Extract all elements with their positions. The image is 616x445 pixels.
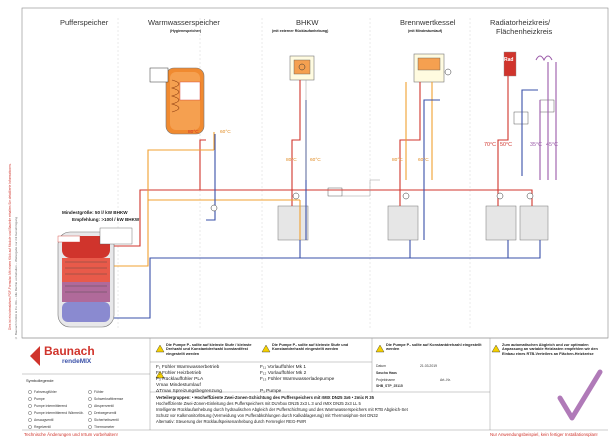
header-radiatorheizkreis: Radiatorheizkreis/ [490, 18, 551, 27]
bullet-item: Schutz vor Kalkmonitorlösung (Vermeidung… [156, 413, 378, 418]
legend-f1: F₁ Fühler Warmwasserbetrieb [156, 365, 220, 370]
kessel-pump-icon [444, 68, 452, 76]
symbol-item: Fühler [94, 390, 104, 394]
kessel-manifold [387, 205, 419, 241]
bullet-item: Hocheffiziente Zwei-Zonen-Einleitung des… [156, 401, 361, 406]
note-pump-2: Die Pumpe P₁ sollte auf kleinste Stufe u… [272, 343, 349, 352]
temp-label-60-kessel: 60°C [418, 158, 429, 163]
pipes-supply [114, 76, 533, 247]
symbol-item: Thermometer [94, 425, 115, 429]
pipes-mid [114, 82, 433, 267]
temp-label-35: 35°C [530, 142, 543, 148]
symbol-legend-title: Symbollegende [26, 378, 54, 383]
puffer-mid-zone [62, 258, 110, 282]
note-abgleich: Zum automatischen Abgleich und zur optim… [502, 343, 598, 356]
pumps [210, 192, 534, 212]
footer-left: Technische Änderungen und Irrtum vorbeha… [24, 432, 118, 437]
header-brennwertkessel: Brennwertkessel [400, 18, 456, 27]
puffer-strata-lines [65, 261, 107, 293]
fbh-mixer [539, 99, 555, 113]
temp-label-80-ww: 80°C [188, 130, 199, 135]
puffer-fuehler-box [57, 235, 81, 243]
ww-module-label [179, 81, 201, 101]
symbol-item: Dreiwegeventil [94, 411, 117, 415]
legend-vmax: Vmax Mindestumlauf [156, 383, 201, 388]
header-flaechenheizkreis: Flächenheizkreis [496, 27, 553, 36]
titleblock-art: Art.-Nr. [440, 378, 451, 382]
bhkw-manifold [277, 205, 309, 241]
header-warmwasserspeicher: Warmwasserspeicher [148, 18, 220, 27]
titleblock-bearbeiter: Sascha Haas [376, 371, 397, 375]
baunach-logo-sub: rendeMIX [62, 358, 92, 365]
titleblock-projektname-label: Projektname [376, 378, 396, 382]
header-bhkw: BHKW [296, 18, 319, 27]
note-pump-3: Die Pumpe P₁ sollte auf Konstantdrehzahl… [386, 343, 482, 352]
symbol-item: Sicherheitsventil [94, 418, 119, 422]
warning-icons [155, 344, 501, 379]
radiator-label: Rad [504, 57, 514, 63]
legend-f3: F₃ Rücklauffühler PLA [156, 377, 204, 382]
symbol-item: Absperrventil [94, 404, 114, 408]
bhkw-symbol [298, 63, 306, 71]
temp-label-50: 50°C [500, 142, 513, 148]
titleblock-datum: Datum [376, 364, 386, 368]
baunach-logo: Baunach [44, 344, 95, 358]
frischwasser-box [149, 67, 169, 83]
symbol-item: Pumpe intermittierend Wärmeüb. [34, 411, 84, 415]
pipes-return [114, 89, 541, 319]
puffer-label-box [99, 227, 133, 245]
bullet-item: Alternativ: Steuerung der Rücklaufspeise… [156, 419, 307, 424]
symbol-item: Fahrzeugfühler [34, 390, 57, 394]
legend-pumpe: P₁ Pumpe [260, 389, 282, 394]
control-lines [305, 80, 380, 197]
legend-f2: F₂ Fühler Heizbetrieb [156, 371, 202, 376]
header-warmwasserspeicher-sub: (Hygienespeicher) [170, 29, 202, 33]
check-icon [557, 369, 603, 421]
legend-fv1: F₁₁ Vorlauffühler Mk 1 [260, 365, 307, 370]
radiator-unit [503, 51, 517, 77]
titleblock-projekt: SHB_STP_25115 [376, 384, 403, 388]
legend-tmax: ΔTmax Spreizungsbegrenzung [156, 389, 222, 394]
footer-right: Nur Anwendungsbeispiel, kein fertiger In… [490, 432, 598, 437]
temp-label-60-bhkw: 60°C [310, 158, 321, 163]
bullet-item: Verteilergruppen: • Hocheffiziente Zwei-… [156, 395, 374, 400]
pipes-fbh [539, 62, 557, 180]
bhkw-display [293, 59, 311, 75]
bullet-item: Intelligente Rücklaufanhebung durch hydr… [156, 407, 408, 412]
baunach-logo-icon [30, 346, 40, 366]
symbol-item: Pumpe [34, 397, 45, 401]
rad-mixer [513, 111, 529, 125]
sidebar-note-grey: © Baunach GmbH & Co. KG – Alle Rechte vo… [14, 216, 18, 340]
legend-fww: F₁₃ Fühler Warmwasserladepumpe [260, 377, 335, 382]
header-bhkw-sub: (mit externer Rücklaufanhebung) [272, 29, 329, 33]
temp-label-80-bhkw: 80°C [286, 158, 297, 163]
temp-label-70: 70°C [484, 142, 497, 148]
kessel-display [417, 57, 441, 71]
floor-heating-loop [535, 55, 553, 62]
symbol-item: Pumpe intermittierend [34, 404, 68, 408]
symbol-icons [28, 390, 92, 429]
puffer-cold-zone [62, 302, 110, 322]
min-size-label: Mindestgröße: 50 l/ kW BHKW [62, 210, 128, 215]
radiator-manifold [485, 205, 517, 241]
temp-label-80-kessel: 80°C [392, 158, 403, 163]
legend-fv2: F₁₂ Vorlauffühler Mk 2 [260, 371, 307, 376]
header-brennwertkessel-sub: (mit Mindestumlauf) [408, 29, 443, 33]
titleblock-datum-val: 21.03.2019 [420, 364, 437, 368]
header-pufferspeicher: Pufferspeicher [60, 18, 109, 27]
ww-coil [170, 79, 180, 113]
recommendation-label: Empfehlung: >100l / kW BHKW [72, 217, 140, 222]
note-pump-1: Die Pumpe P₁ sollte auf kleinste Stufe /… [166, 343, 252, 356]
symbol-item: Schwerkraftbremse [94, 397, 124, 401]
bhkw-controller [327, 187, 343, 197]
temp-label-45: 45°C [546, 142, 559, 148]
symbol-item: Ansaugventil [34, 418, 54, 422]
flaechen-manifold [519, 205, 549, 241]
symbol-item: Regelventil [34, 425, 51, 429]
temp-label-60-ww: 60°C [220, 130, 231, 135]
